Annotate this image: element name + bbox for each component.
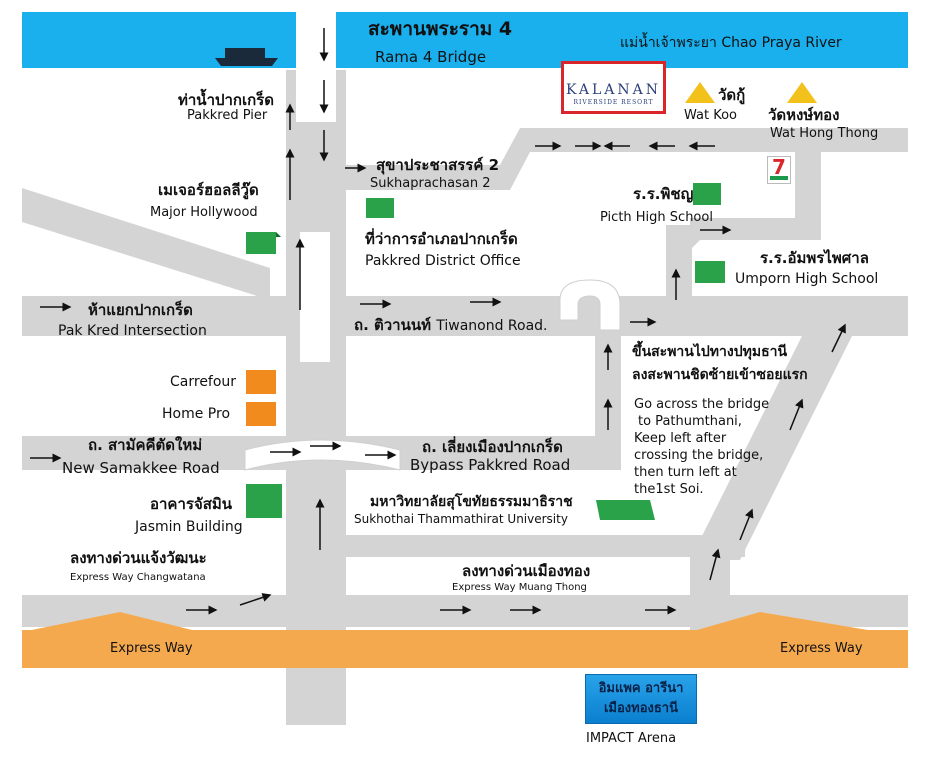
wat-koo-th: วัดกู้ [718,86,746,104]
river [22,12,908,68]
homepro-icon [246,402,276,426]
exp-muangthong-th: ลงทางด่วนเมืองทอง [462,562,591,580]
impact-arena-box: อิมแพค อารีนา เมืองทองธานี [585,674,697,724]
tiwanond-en: Tiwanond Road. [436,318,548,334]
instruction-en-line: to Pathumthani, [638,414,742,429]
wat-koo-pagoda-icon [685,82,715,103]
carrefour-label: Carrefour [170,374,237,390]
wat-koo-en: Wat Koo [684,108,738,123]
sukhaprachasan-en: Sukhaprachasan 2 [370,176,491,191]
bypass-en: Bypass Pakkred Road [410,456,571,474]
instruction-en-line: then turn left at [634,465,737,480]
boat-icon [215,48,278,66]
tiwanond-road-label: ถ. ติวานนท์ Tiwanond Road. [354,316,548,334]
rama4-bridge [296,12,336,122]
pakkred-pier-en: Pakkred Pier [187,108,268,123]
umporn-school-en: Umporn High School [735,271,879,287]
pakkred-pier-th: ท่าน้ำปากเกร็ด [178,91,275,109]
instruction-en-line: the1st Soi. [634,482,704,497]
major-en: Major Hollywood [150,205,258,220]
river-name-th: แม่น้ำเจ้าพระยา [620,35,717,51]
river-label: แม่น้ำเจ้าพระยา Chao Praya River [620,36,842,50]
wat-hong-thong-th: วัดหงษ์ทอง [768,106,840,124]
stou-en: Sukhothai Thammathirat University [354,512,568,526]
overpass [300,232,330,362]
expressway [22,630,908,668]
jasmin-th: อาคารจัสมิน [150,495,233,513]
instruction-en-line: Keep left after [634,431,727,446]
instruction-en: Go across the bridge to Pathumthani, Kee… [634,396,769,498]
district-office-en: Pakkred District Office [365,253,521,269]
stou-th: มหาวิทยาลัยสุโขทัยธรรมมาธิราช [370,494,573,510]
tiwanond-th: ถ. ติวานนท์ [354,316,431,334]
bridge-title-th: สะพานพระราม 4 [368,18,513,40]
hotel-name: KALANAN [565,82,662,98]
flyover [244,439,401,471]
route-arrows [30,28,846,615]
instruction-en-line: Go across the bridge [634,397,770,412]
intersection-th: ห้าแยกปากเกร็ด [88,301,193,319]
bypass-th: ถ. เลี่ยงเมืองปากเกร็ด [422,438,563,456]
kalanan-logo: KALANAN RIVERSIDE RESORT [561,61,666,114]
bridge-title-en: Rama 4 Bridge [375,48,487,66]
instruction-th-2: ลงสะพานชิดซ้ายเข้าซอยแรก [632,367,808,383]
seven-eleven-icon: 7 [767,156,791,184]
impact-th1: อิมแพค อารีนา [598,681,684,696]
river-name-en: Chao Praya River [721,35,842,51]
picth-school-en: Picth High School [600,210,713,225]
u-turn [559,279,621,331]
impact-en: IMPACT Arena [586,731,677,746]
district-office-th: ที่ว่าการอำเภอปากเกร็ด [365,230,518,248]
seven-eleven-label: 7 [772,155,786,179]
wat-hong-thong-pagoda-icon [787,82,817,103]
jasmin-building-icon [246,484,282,518]
hotel-subtitle: RIVERSIDE RESORT [573,99,654,106]
stou-building-icon [596,500,655,520]
exp-changwatana-th: ลงทางด่วนแจ้งวัฒนะ [70,549,207,567]
impact-th2: เมืองทองธานี [603,701,678,716]
buildings [246,183,725,520]
umporn-school-icon [695,261,725,283]
samakkee-th: ถ. สามัคคีตัดใหม่ [88,436,203,454]
intersection-en: Pak Kred Intersection [58,323,207,339]
exp-changwatana-en: Express Way Changwatana [70,572,206,583]
picth-school-th: ร.ร.พิชญ [633,185,694,203]
instruction-th-1: ขึ้นสะพานไปทางปทุมธานี [632,344,788,360]
expressway-label-right: Express Way [780,641,863,656]
expressway-label-left: Express Way [110,641,193,656]
carrefour-icon [246,370,276,394]
exp-muangthong-en: Express Way Muang Thong [452,582,587,593]
major-building-icon [246,232,281,254]
samakkee-en: New Samakkee Road [62,459,220,477]
homepro-label: Home Pro [162,406,231,422]
picth-school-icon [693,183,721,205]
district-office-icon [366,198,394,218]
umporn-school-th: ร.ร.อัมพรไพศาล [760,249,869,267]
sukhaprachasan-th: สุขาประชาสรรค์ 2 [376,156,500,174]
major-th: เมเจอร์ฮอลลีวู๊ด [158,181,259,199]
instruction-en-line: crossing the bridge, [634,448,764,463]
jasmin-en: Jasmin Building [135,519,243,535]
wat-hong-thong-en: Wat Hong Thong [770,126,879,141]
